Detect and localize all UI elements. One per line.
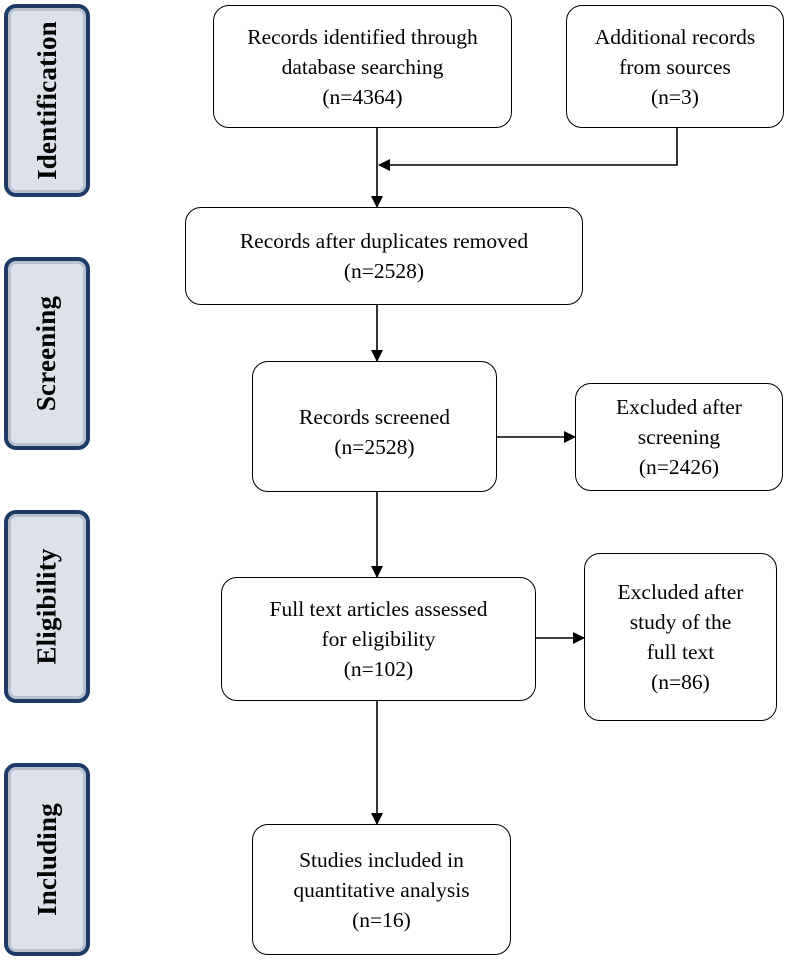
- box-additional-records-line1: Additional records: [594, 24, 756, 49]
- box-duplicates-removed-line1: Records after duplicates removed: [239, 229, 529, 253]
- phase-screening: Screening: [4, 257, 90, 450]
- box-studies-included: Studies included in quantitative analysi…: [252, 824, 511, 955]
- box-studies-included-line2: quantitative analysis: [293, 877, 470, 902]
- phase-eligibility: Eligibility: [4, 510, 90, 703]
- box-excluded-full-text: Excluded after study of the full text (n…: [584, 553, 777, 721]
- box-excluded-after-screening-count: (n=2426): [638, 455, 720, 479]
- phase-including-label: Including: [31, 803, 62, 916]
- box-excluded-after-screening-line2: screening: [637, 425, 721, 449]
- box-records-screened-count: (n=2528): [334, 435, 415, 459]
- arrow-additional-to-merge: [378, 128, 678, 171]
- phase-screening-label: Screening: [31, 295, 62, 412]
- box-additional-records-count: (n=3): [651, 84, 699, 109]
- box-full-text-assessed: Full text articles assessed for eligibil…: [221, 577, 536, 701]
- box-records-identified-line1: Records identified through: [247, 24, 478, 49]
- box-additional-records-line2: from sources: [619, 54, 731, 79]
- box-records-identified-count: (n=4364): [322, 84, 403, 109]
- box-excluded-full-text-line1: Excluded after: [617, 580, 744, 604]
- box-records-screened: Records screened (n=2528): [252, 361, 497, 492]
- phase-including: Including: [4, 763, 90, 956]
- box-duplicates-removed: Records after duplicates removed (n=2528…: [185, 207, 583, 305]
- box-duplicates-removed-count: (n=2528): [343, 259, 425, 283]
- box-studies-included-line1: Studies included in: [299, 847, 464, 872]
- box-additional-records: Additional records from sources (n=3): [566, 5, 784, 128]
- box-records-screened-line1: Records screened: [298, 405, 451, 429]
- box-excluded-after-screening: Excluded after screening (n=2426): [575, 383, 783, 491]
- box-records-identified-line2: database searching: [281, 54, 444, 79]
- phase-identification-label: Identification: [31, 21, 62, 180]
- phase-identification: Identification: [4, 4, 90, 197]
- box-records-identified: Records identified through database sear…: [213, 5, 512, 128]
- box-full-text-assessed-count: (n=102): [343, 657, 414, 681]
- box-excluded-full-text-line3: full text: [646, 640, 715, 664]
- box-full-text-assessed-line2: for eligibility: [321, 627, 436, 651]
- phase-eligibility-label: Eligibility: [31, 548, 62, 665]
- box-excluded-full-text-line2: study of the: [629, 610, 732, 634]
- box-excluded-full-text-count: (n=86): [651, 670, 710, 694]
- box-studies-included-count: (n=16): [352, 907, 411, 932]
- box-excluded-after-screening-line1: Excluded after: [616, 395, 742, 419]
- box-full-text-assessed-line1: Full text articles assessed: [269, 597, 488, 621]
